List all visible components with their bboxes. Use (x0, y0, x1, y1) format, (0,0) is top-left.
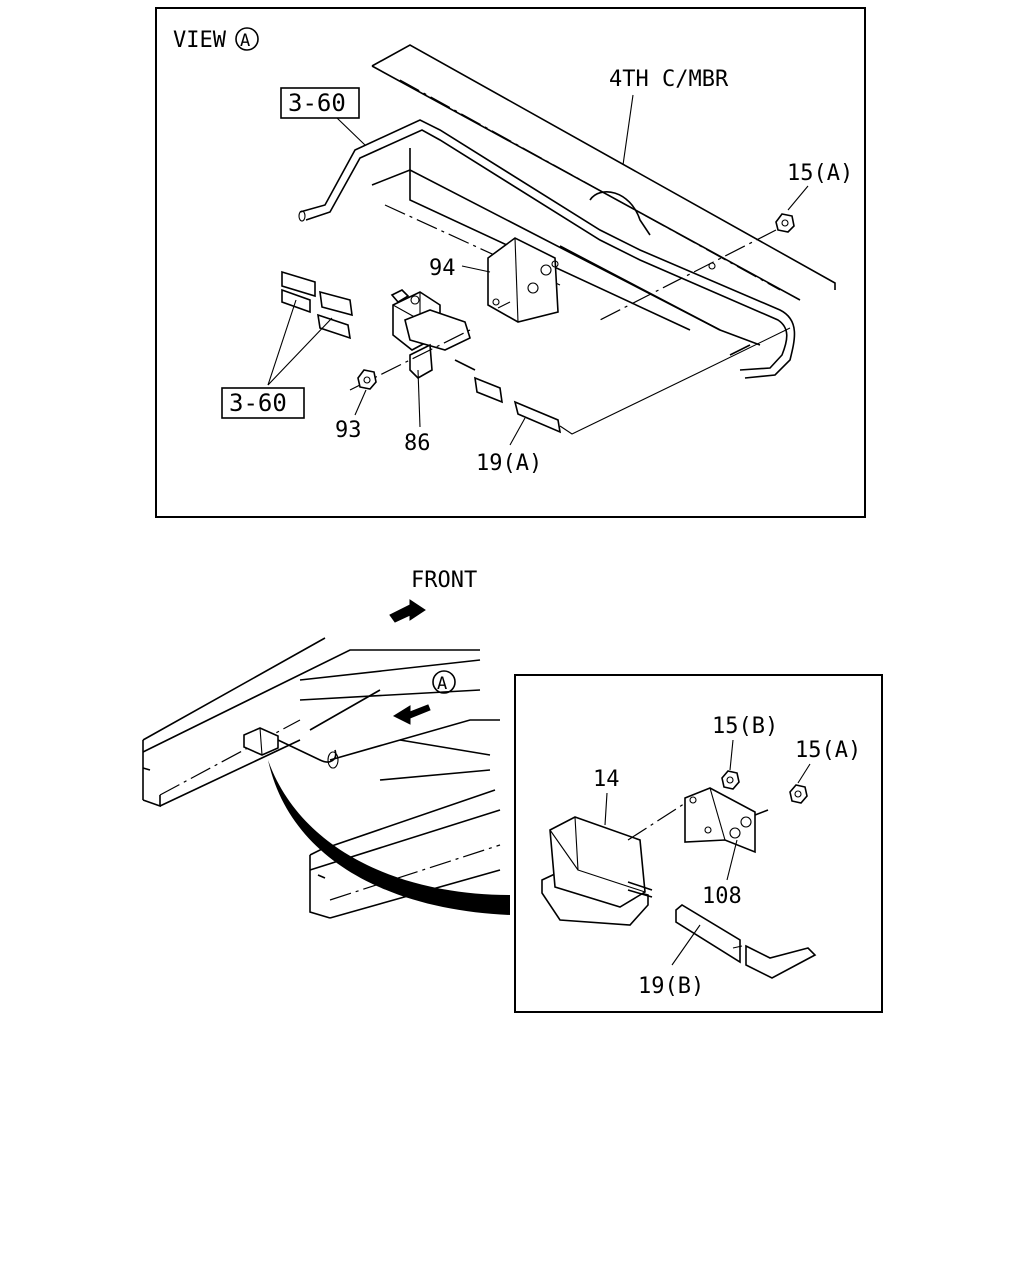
view-a-frame (155, 7, 866, 518)
ref-top-label: 3-60 (288, 89, 346, 117)
nut-15a-detail: 15(A) (789, 738, 861, 804)
part-19b-label: 19(B) (638, 974, 704, 999)
bracket-94: 94 (429, 237, 559, 323)
member-label: 4TH C/MBR (609, 67, 729, 92)
part-93-label: 93 (335, 418, 362, 443)
part-14-label: 14 (593, 767, 620, 792)
view-a-marker-letter: A (437, 674, 447, 694)
valve-14: 14 (541, 767, 691, 926)
bracket-108: 108 (684, 787, 769, 909)
part-19a-label: 19(A) (476, 451, 542, 476)
nut-15a: 15(A) (599, 161, 853, 321)
part-15a-detail-label: 15(A) (795, 738, 861, 763)
part-15b-label: 15(B) (712, 714, 778, 739)
view-a-panel: VIEW A 4TH C/MBR 3-60 (155, 7, 866, 518)
ref-box-bottom (221, 387, 305, 419)
view-arrow-icon (392, 704, 431, 725)
valve-86: 86 (349, 289, 476, 456)
view-a-circle (235, 27, 259, 51)
ref-bottom-label: 3-60 (229, 389, 287, 417)
crossmember-4th (371, 44, 836, 356)
part-108-label: 108 (702, 884, 742, 909)
ref-box-top: 3-60 (280, 87, 366, 146)
front-arrow-icon (389, 599, 426, 623)
detail-frame (514, 674, 883, 1013)
front-label: FRONT (411, 568, 477, 593)
hoses-left: 3-60 (221, 270, 353, 419)
part-94-label: 94 (429, 256, 456, 281)
detail-pointer (268, 760, 510, 915)
pipe-3-60 (298, 119, 796, 379)
view-a-circle-letter: A (240, 31, 250, 51)
view-a-title: VIEW (173, 28, 227, 53)
hose-19b: 19(B) (638, 904, 817, 999)
nut-93: 93 (335, 369, 377, 443)
nut-15b: 15(B) (712, 714, 778, 790)
detail-panel: 14 108 15(B) 15(A) (514, 674, 883, 1013)
part-86-label: 86 (404, 431, 431, 456)
hose-19a: 19(A) (474, 327, 791, 476)
overview-frame: FRONT A (142, 568, 510, 919)
view-a-marker-circle (432, 670, 456, 694)
part-15a-label: 15(A) (787, 161, 853, 186)
